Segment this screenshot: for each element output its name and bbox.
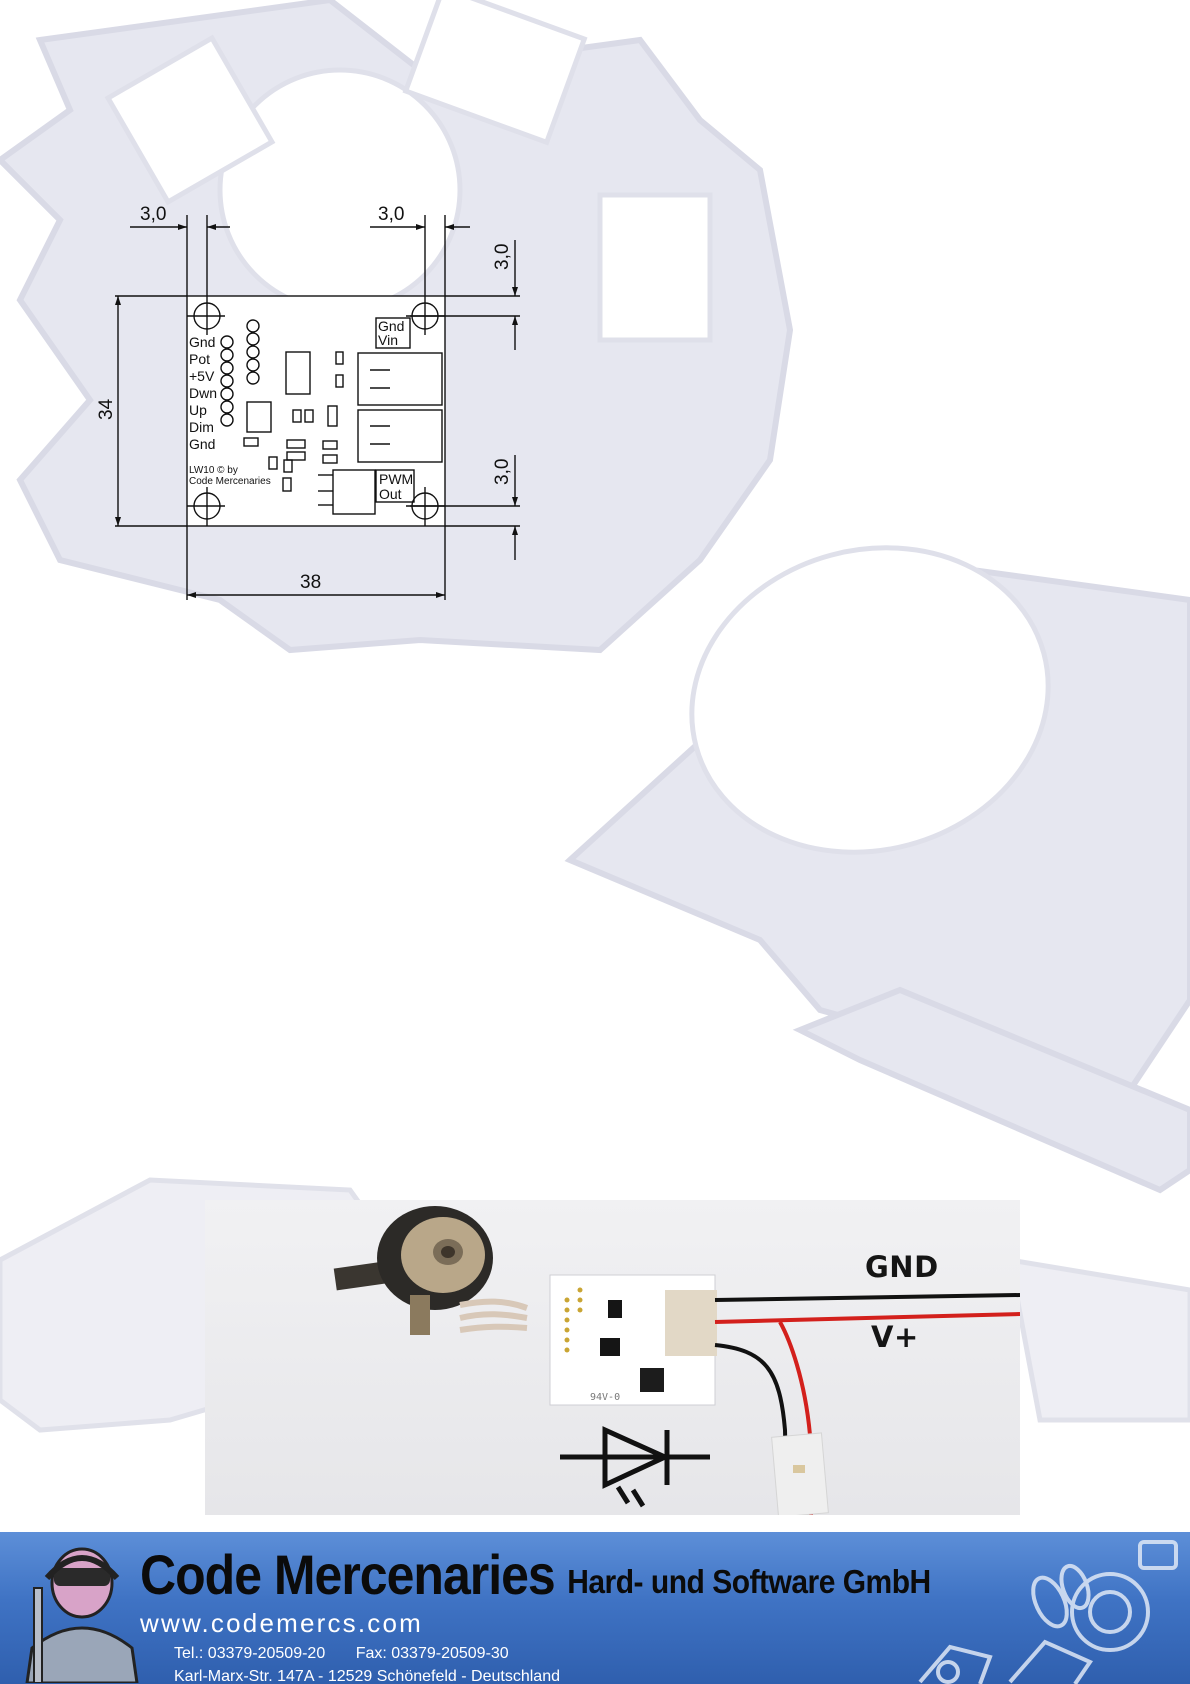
fax-number: Fax: 03379-20509-30 <box>355 1645 509 1662</box>
address: Karl-Marx-Str. 147A - 12529 Schönefeld -… <box>174 1668 560 1684</box>
potentiometer <box>333 1206 493 1335</box>
dim-width: 38 <box>300 572 321 593</box>
company-name: Code Mercenaries Hard- und Software GmbH <box>140 1544 931 1607</box>
footer-banner: Code Mercenaries Hard- und Software GmbH… <box>0 1532 1190 1684</box>
gnd-label: GND <box>865 1250 939 1284</box>
dim-right-top: 3,0 <box>492 244 513 270</box>
pin-label: Dim <box>189 419 214 435</box>
connector-label: Gnd <box>378 318 404 334</box>
pin-label: Up <box>189 402 207 418</box>
connector-label: PWM <box>379 471 413 487</box>
dim-hole-top-left: 3,0 <box>140 204 166 225</box>
board-marking: 94V-0 <box>590 1392 620 1403</box>
dim-hole-top-right: 3,0 <box>378 204 404 225</box>
contact-info: Tel.: 03379-20509-20 Fax: 03379-20509-30… <box>174 1642 560 1684</box>
brand-tagline: Hard- und Software GmbH <box>567 1563 931 1601</box>
pin-label: +5V <box>189 368 215 384</box>
mascot-logo-icon <box>25 1547 139 1683</box>
pin-label: Pot <box>189 351 210 367</box>
pcb-board: 94V-0 <box>549 1274 717 1406</box>
pin-label: Gnd <box>189 436 215 452</box>
pin-label: Gnd <box>189 334 215 350</box>
brand-name: Code Mercenaries <box>140 1543 556 1607</box>
led-symbol <box>560 1426 710 1508</box>
vplus-label: V+ <box>871 1320 919 1354</box>
wiring-photo: 94V-0 GND V+ <box>205 1200 1020 1515</box>
pin-label: Dwn <box>189 385 217 401</box>
wiring-illustration: 94V-0 <box>333 1206 1020 1515</box>
dim-height: 34 <box>96 398 117 420</box>
dim-right-bottom: 3,0 <box>492 459 513 485</box>
board-credit: LW10 © by <box>189 465 238 476</box>
board-credit: Code Mercenaries <box>189 476 271 487</box>
footer-components-decoration <box>918 1540 1178 1684</box>
board-outline <box>186 295 446 527</box>
tel-number: Tel.: 03379-20509-20 <box>174 1645 326 1662</box>
connector-label: Vin <box>378 332 398 348</box>
website-link[interactable]: www.codemercs.com <box>140 1608 424 1638</box>
connector-label: Out <box>379 486 402 502</box>
pcb-dimension-drawing: 3,0 3,0 3,0 3,0 34 38 Gnd Pot +5V Dwn Up… <box>96 204 520 600</box>
